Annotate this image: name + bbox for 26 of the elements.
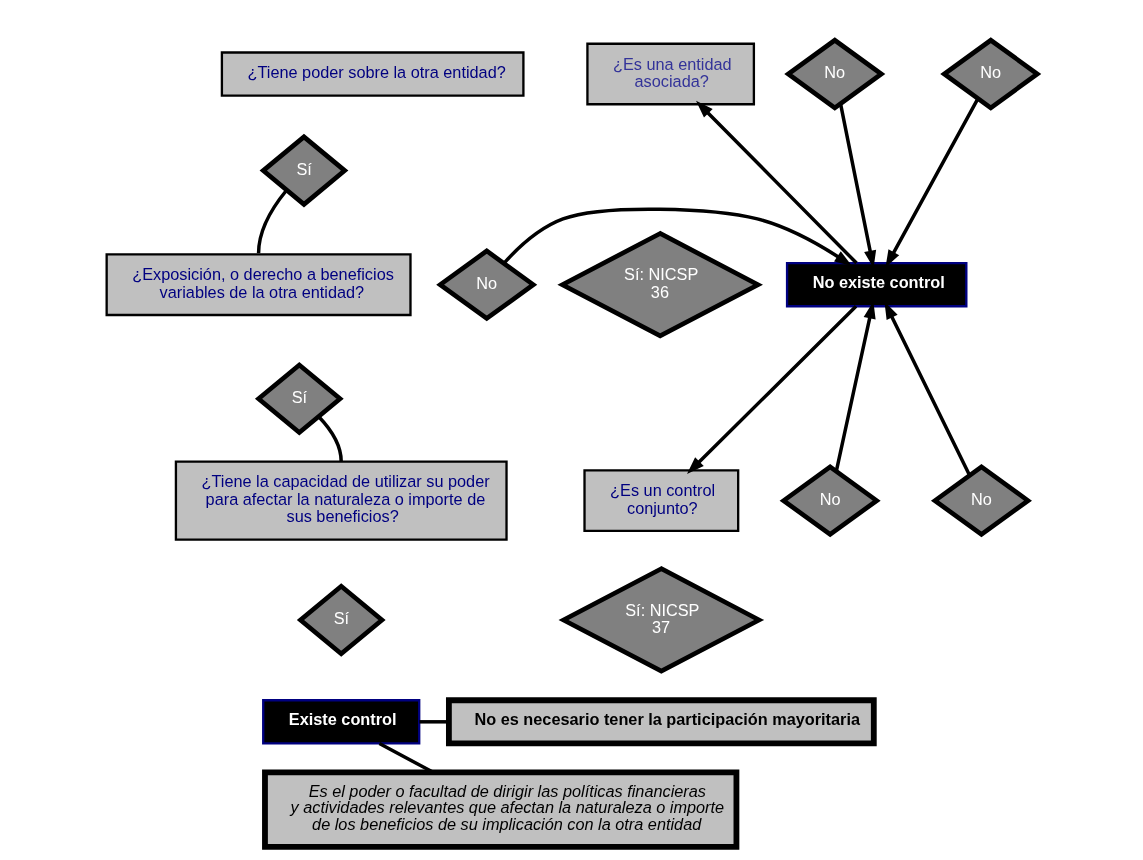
- node-box: No existe control: [785, 262, 967, 308]
- arrow: [502, 207, 852, 267]
- node-diamond: Sí: NICSP 37: [558, 566, 764, 674]
- node-diamond: Sí: [254, 362, 344, 436]
- arrow: [686, 305, 857, 474]
- node-diamond: No: [779, 464, 881, 538]
- node-diamond: Sí: [259, 133, 348, 208]
- node-box: ¿Es un control conjunto?: [582, 469, 739, 533]
- arrow: [884, 97, 979, 268]
- connector: [256, 189, 288, 254]
- connector: [418, 720, 449, 724]
- node-diamond: No: [783, 37, 885, 111]
- node-box: Existe control: [261, 699, 420, 745]
- node-box: Es el poder o facultad de dirigir las políticas financieras y actividades relevantes que afectan la naturaleza o importe de los beneficios de su implicación con la otra entidad: [261, 769, 739, 850]
- node-diamond: Sí: NICSP 36: [556, 230, 763, 339]
- node-box: No es necesario tener la participación mayoritaria: [445, 697, 877, 747]
- node-box: ¿Tiene poder sobre la otra entidad?: [220, 51, 525, 97]
- node-diamond: No: [435, 248, 537, 322]
- node-box: ¿Es una entidad asociada?: [585, 42, 755, 106]
- node-box: ¿Exposición, o derecho a beneficios variables de la otra entidad?: [105, 253, 412, 317]
- node-box: ¿Tiene la capacidad de utilizar su poder para afectar la naturaleza o importe de sus beneficios?: [174, 460, 508, 541]
- node-diamond: No: [930, 464, 1032, 538]
- node-diamond: No: [939, 37, 1041, 111]
- node-diamond: Sí: [296, 583, 386, 657]
- arrow: [695, 100, 858, 265]
- connector: [317, 415, 343, 462]
